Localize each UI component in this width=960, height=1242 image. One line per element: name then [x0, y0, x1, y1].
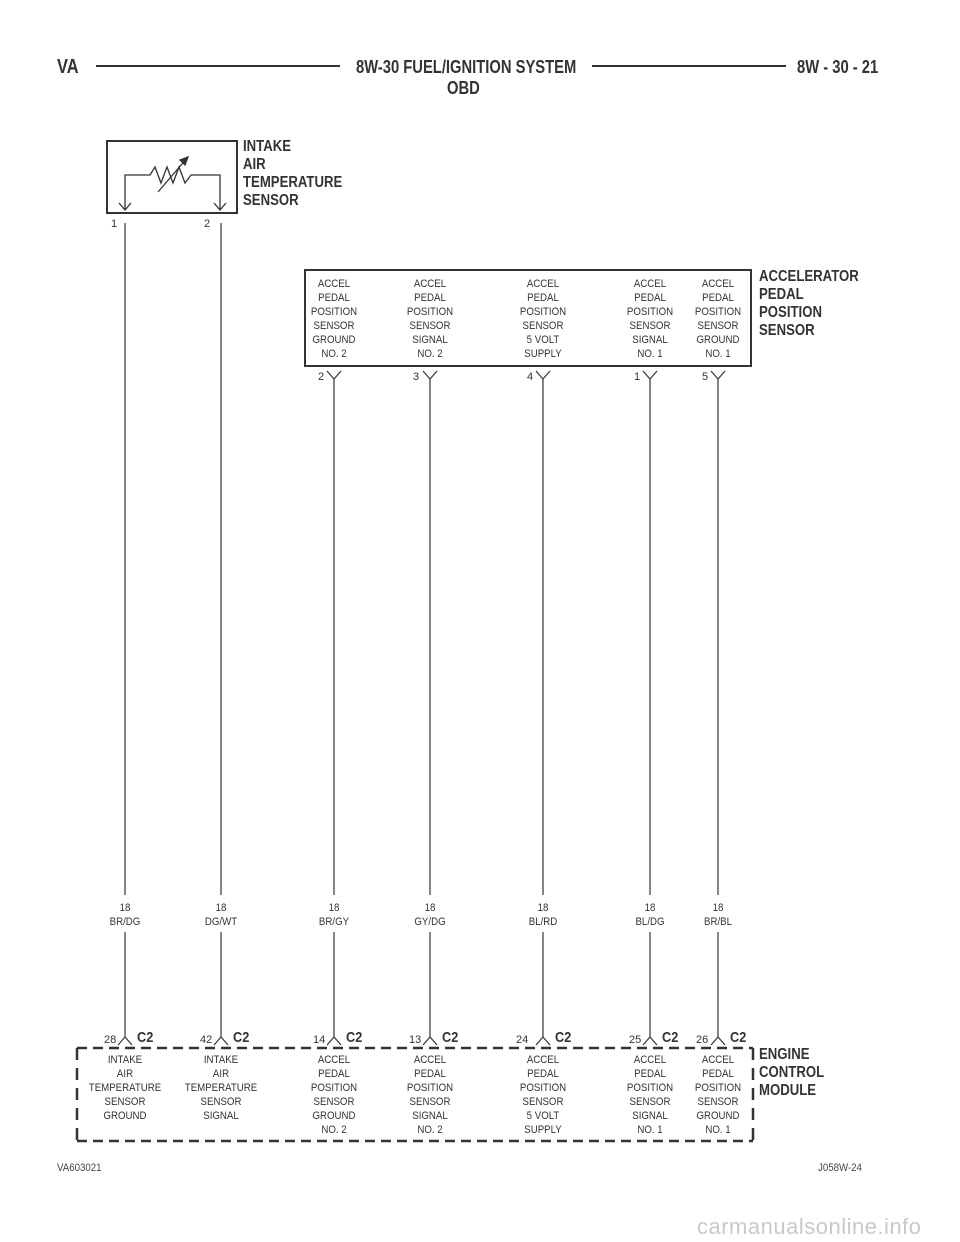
- apps-label-signal-1: ACCEL PEDAL POSITION SENSOR SIGNAL NO. 1: [626, 278, 674, 360]
- connector-female-symbol: [710, 370, 726, 380]
- ecm-pin-number: 26: [696, 1034, 709, 1046]
- ecm-pin-number: 13: [409, 1034, 422, 1046]
- iat-sensor-box: [106, 140, 238, 214]
- connector-female-symbol: [642, 370, 658, 380]
- connector-male-symbol: [326, 1036, 342, 1046]
- ecm-label: ACCEL PEDAL POSITION SENSOR SIGNAL NO. 1: [626, 1054, 674, 1136]
- connector-male-symbol: [117, 1036, 133, 1046]
- apps-pin: 2: [318, 371, 325, 383]
- thermistor-icon: [118, 155, 227, 211]
- watermark: carmanualsonline.info: [697, 1214, 922, 1239]
- header-title: 8W-30 FUEL/IGNITION SYSTEM: [356, 57, 577, 77]
- apps-label-ground-2: ACCEL PEDAL POSITION SENSOR GROUND NO. 2: [310, 278, 358, 360]
- header-page-number: 8W - 30 - 21: [797, 57, 879, 77]
- connector-female-symbol: [326, 370, 342, 380]
- ecm-pin-number: 24: [516, 1034, 529, 1046]
- iat-sensor-title: INTAKE AIR TEMPERATURE SENSOR: [243, 138, 343, 209]
- ecm-label: ACCEL PEDAL POSITION SENSOR GROUND NO. 2: [310, 1054, 358, 1136]
- ecm-pin-number: 25: [629, 1034, 642, 1046]
- ecm-connector-c2: C2: [730, 1029, 747, 1046]
- header-left: VA: [57, 56, 79, 78]
- ecm-connector-c2: C2: [662, 1029, 679, 1046]
- ecm-label: INTAKE AIR TEMPERATURE SENSOR GROUND: [88, 1054, 162, 1122]
- ecm-title: ENGINE CONTROL MODULE: [759, 1046, 825, 1099]
- ecm-label: ACCEL PEDAL POSITION SENSOR 5 VOLT SUPPL…: [519, 1054, 567, 1136]
- ecm-label: ACCEL PEDAL POSITION SENSOR GROUND NO. 1: [694, 1054, 742, 1136]
- connector-male-symbol: [535, 1036, 551, 1046]
- apps-pin: 1: [634, 371, 641, 383]
- ecm-label: INTAKE AIR TEMPERATURE SENSOR SIGNAL: [184, 1054, 258, 1122]
- header-subtitle: OBD: [447, 78, 480, 98]
- figure-id-right: J058W-24: [818, 1162, 862, 1174]
- apps-pin: 4: [527, 371, 534, 383]
- apps-label-signal-2: ACCEL PEDAL POSITION SENSOR SIGNAL NO. 2: [406, 278, 454, 360]
- ecm-connector-c2: C2: [346, 1029, 363, 1046]
- apps-title: ACCELERATOR PEDAL POSITION SENSOR: [759, 268, 859, 339]
- ecm-pin-number: 28: [104, 1034, 117, 1046]
- apps-label-5v-supply: ACCEL PEDAL POSITION SENSOR 5 VOLT SUPPL…: [519, 278, 567, 360]
- figure-id-left: VA603021: [57, 1162, 102, 1174]
- connector-male-symbol: [710, 1036, 726, 1046]
- connector-male-symbol: [213, 1036, 229, 1046]
- iat-pin-2: 2: [204, 218, 211, 230]
- iat-pin-1: 1: [111, 218, 118, 230]
- ecm-box: [75, 1046, 755, 1143]
- apps-pin: 5: [702, 371, 709, 383]
- connector-male-symbol: [422, 1036, 438, 1046]
- ecm-connector-c2: C2: [555, 1029, 572, 1046]
- connector-female-symbol: [535, 370, 551, 380]
- ecm-connector-c2: C2: [137, 1029, 154, 1046]
- ecm-connector-c2: C2: [233, 1029, 250, 1046]
- connector-male-symbol: [642, 1036, 658, 1046]
- connector-female-symbol: [422, 370, 438, 380]
- apps-label-ground-1: ACCEL PEDAL POSITION SENSOR GROUND NO. 1: [694, 278, 742, 360]
- ecm-pin-number: 14: [313, 1034, 326, 1046]
- ecm-label: ACCEL PEDAL POSITION SENSOR SIGNAL NO. 2: [406, 1054, 454, 1136]
- apps-pin: 3: [413, 371, 420, 383]
- apps-box: [304, 269, 752, 367]
- ecm-pin-number: 42: [200, 1034, 213, 1046]
- ecm-connector-c2: C2: [442, 1029, 459, 1046]
